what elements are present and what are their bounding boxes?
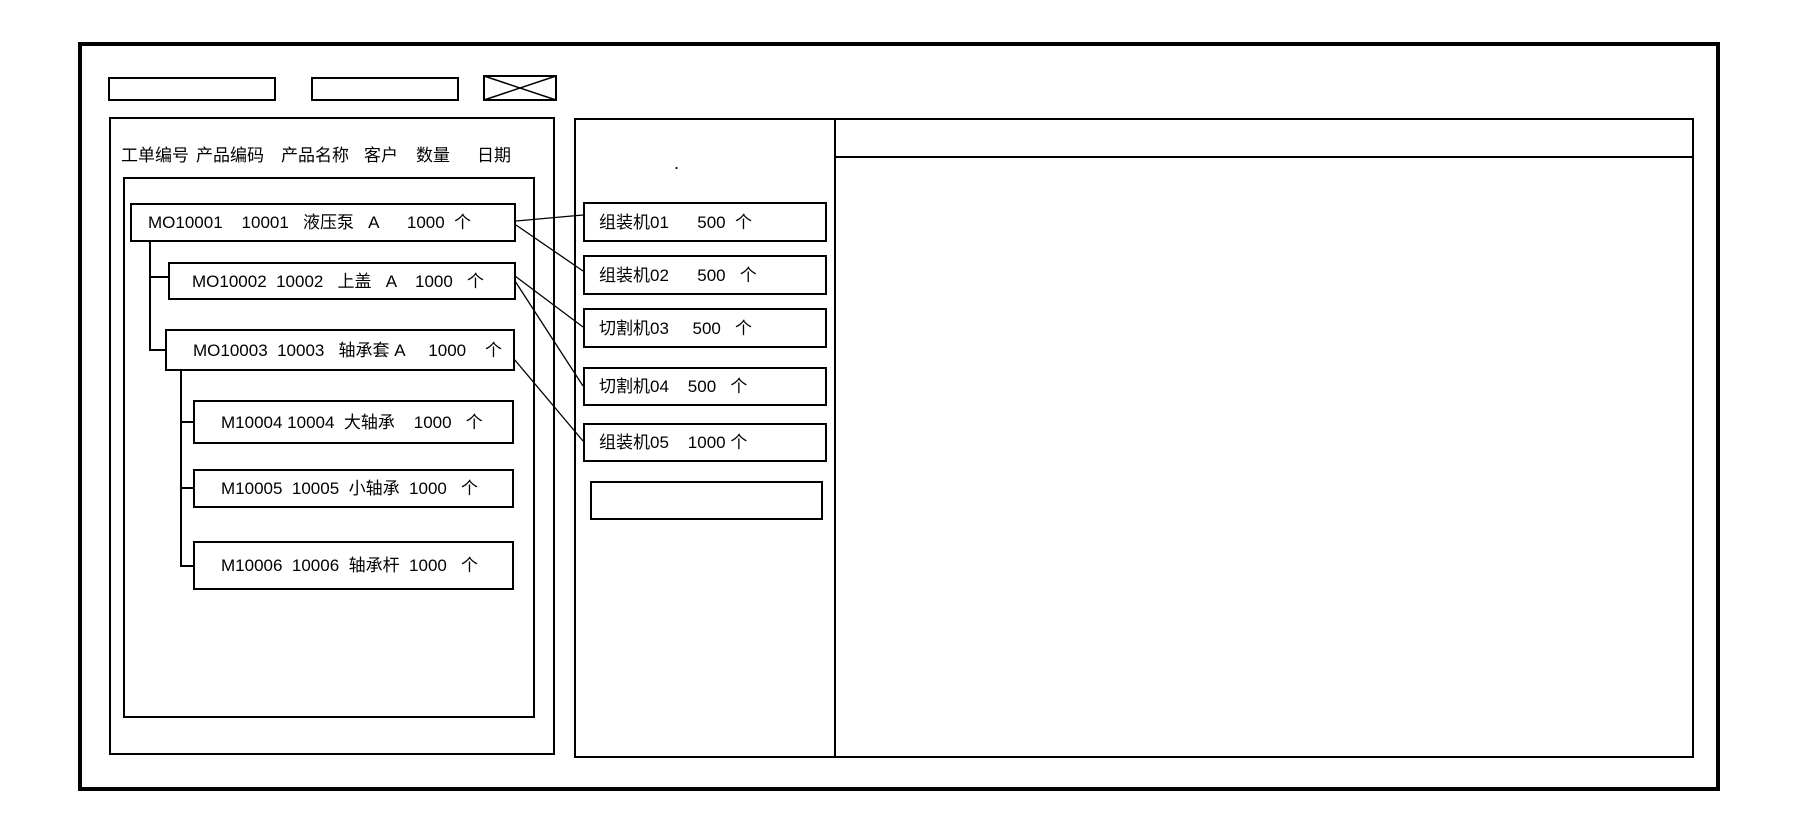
order-node-label: M10006 10006 轴承杆 1000 个 <box>221 556 479 575</box>
toolbar-field-2[interactable] <box>311 77 459 101</box>
column-header-product-code: 产品编码 <box>196 146 264 165</box>
column-header-product-name: 产品名称 <box>281 146 349 165</box>
tree-line <box>180 487 193 489</box>
machine-slot-empty[interactable] <box>590 481 823 520</box>
column-header-qty: 数量 <box>416 146 450 165</box>
order-node-m10006[interactable]: M10006 10006 轴承杆 1000 个 <box>193 541 514 590</box>
tree-line <box>180 565 193 567</box>
machine-slot-label: 切割机03 500 个 <box>599 318 753 338</box>
column-header-date: 日期 <box>477 146 511 165</box>
column-header-customer: 客户 <box>364 146 398 165</box>
tree-line <box>149 242 151 351</box>
tree-line <box>149 276 168 278</box>
machine-slot-label: 组装机02 500 个 <box>599 265 757 285</box>
tree-line <box>180 421 193 423</box>
order-node-mo10001[interactable]: MO10001 10001 液压泵 A 1000 个 <box>130 203 516 242</box>
image-placeholder-icon[interactable] <box>483 75 557 101</box>
panel-divider <box>834 118 836 758</box>
machine-slot-05[interactable]: 组装机05 1000 个 <box>583 423 827 462</box>
order-node-label: MO10003 10003 轴承套 A 1000 个 <box>193 340 502 360</box>
machine-slot-label: 组装机05 1000 个 <box>599 433 748 452</box>
order-node-mo10003[interactable]: MO10003 10003 轴承套 A 1000 个 <box>165 329 515 371</box>
order-node-m10004[interactable]: M10004 10004 大轴承 1000 个 <box>193 400 514 444</box>
order-node-label: MO10001 10001 液压泵 A 1000 个 <box>148 213 472 232</box>
window-frame <box>78 42 1720 791</box>
machine-slot-01[interactable]: 组装机01 500 个 <box>583 202 827 242</box>
toolbar-field-1[interactable] <box>108 77 276 101</box>
machine-slot-04[interactable]: 切割机04 500 个 <box>583 367 827 406</box>
column-header-order-no: 工单编号 <box>121 146 189 165</box>
orders-tree-container <box>123 177 535 718</box>
machine-slot-label: 组装机01 500 个 <box>599 212 753 232</box>
order-node-label: MO10002 10002 上盖 A 1000 个 <box>192 271 484 291</box>
machine-slot-label: 切割机04 500 个 <box>599 377 748 396</box>
order-node-label: M10005 10005 小轴承 1000 个 <box>221 479 479 498</box>
machine-slot-02[interactable]: 组装机02 500 个 <box>583 255 827 295</box>
order-node-m10005[interactable]: M10005 10005 小轴承 1000 个 <box>193 469 514 508</box>
tree-line <box>149 349 165 351</box>
order-node-mo10002[interactable]: MO10002 10002 上盖 A 1000 个 <box>168 262 516 300</box>
machine-slot-03[interactable]: 切割机03 500 个 <box>583 308 827 348</box>
stray-dot-mark: . <box>674 153 680 173</box>
detail-header-divider <box>836 156 1694 158</box>
tree-line <box>180 371 182 567</box>
order-node-label: M10004 10004 大轴承 1000 个 <box>221 412 483 432</box>
